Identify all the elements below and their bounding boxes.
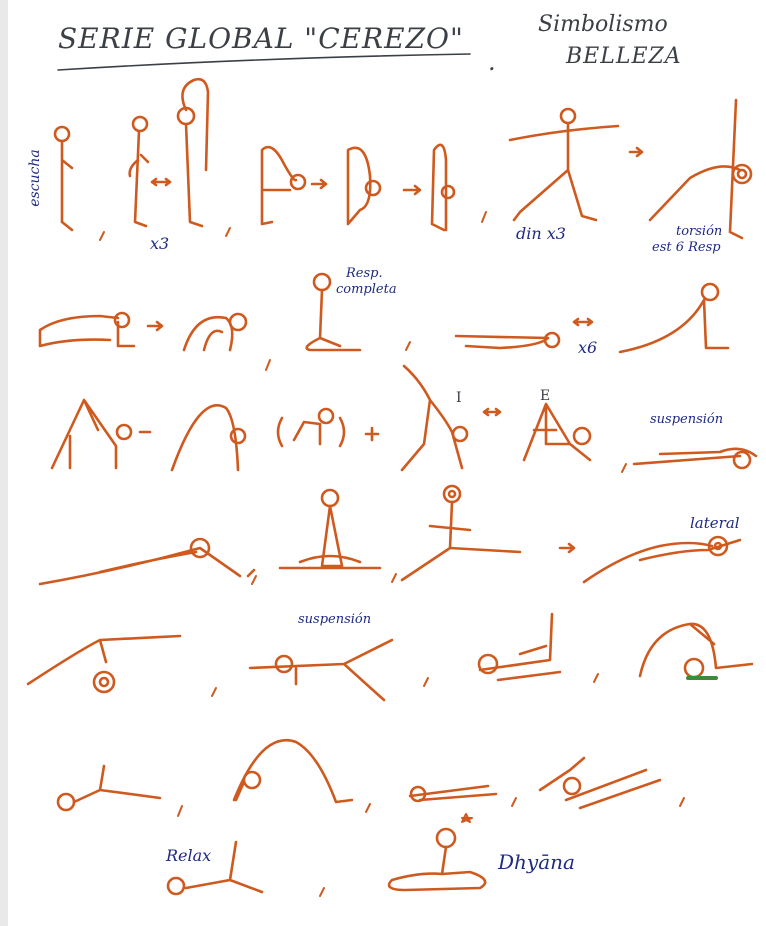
separator-comma: [226, 228, 230, 236]
pose-lying-stretch: [456, 319, 592, 348]
pose-forward-bend: [262, 147, 326, 224]
separator-comma: [424, 678, 428, 686]
pose-forward-fold-2: [348, 148, 420, 224]
pose-wide-fold: [28, 636, 180, 692]
pose-side-lying: [40, 539, 254, 584]
pose-wide-leg: [402, 486, 574, 580]
separator-comma: [482, 212, 486, 222]
pose-twist-reclined: [540, 758, 660, 808]
annotation-escucha: escucha: [27, 149, 43, 207]
separator-comma: [392, 574, 396, 582]
pose-child: [40, 313, 162, 346]
separator-comma: [680, 798, 684, 806]
separator-comma: [366, 804, 370, 812]
pose-child-2: [184, 314, 246, 350]
pose-bridge: [234, 740, 352, 802]
annotation-lateral: lateral: [690, 514, 740, 532]
pose-lateral-stretch: [584, 537, 740, 582]
pose-meditation: [389, 829, 485, 890]
pose-warrior: [510, 109, 642, 220]
separator-comma: [406, 342, 410, 350]
pose-leg-raise: [479, 614, 560, 680]
page-title: SERIE GLOBAL "CEREZO": [58, 22, 464, 55]
pose-standing-2: [130, 117, 170, 226]
symbolism-label: Simbolismo: [538, 12, 668, 37]
pose-plough: [640, 624, 752, 677]
title-dot: .: [488, 48, 496, 76]
annotation-torsion-detail: est 6 Resp: [652, 240, 721, 255]
pose-down-dog-2: [172, 405, 245, 470]
pose-cobra: [620, 284, 728, 352]
pose-seated-split: [280, 490, 380, 568]
separator-comma: [178, 806, 182, 816]
title-underline: [58, 54, 470, 70]
pose-lunge-arm: [402, 366, 500, 470]
annotation-relax: Relax: [166, 846, 211, 865]
separator-comma: [622, 464, 626, 472]
star-icon: [462, 814, 472, 822]
separator-comma: [266, 360, 270, 370]
pose-down-dog: [52, 400, 150, 468]
annotation-mark-e: E: [540, 388, 550, 404]
annotation-resp-completa: completa: [336, 282, 397, 297]
pose-rise: [432, 145, 454, 230]
annotation-x3: x3: [150, 234, 169, 253]
separator-comma: [594, 674, 598, 682]
separator-comma: [320, 888, 324, 896]
annotation-x6: x6: [578, 338, 597, 357]
pose-standing-1: [55, 127, 72, 230]
separator-comma: [100, 232, 104, 240]
annotation-suspension-right: suspensión: [650, 412, 723, 427]
separator-comma: [212, 688, 216, 696]
annotation-din-x3: din x3: [516, 224, 566, 243]
annotation-resp: Resp.: [346, 266, 383, 281]
pose-suspension-spread: [250, 640, 392, 700]
separator-comma: [252, 576, 256, 584]
separator-comma: [512, 798, 516, 806]
pose-triangle: [524, 404, 590, 460]
annotation-suspension-mid: suspensión: [298, 612, 371, 627]
pose-triangle-twist: [650, 100, 751, 238]
pose-arms-up: [178, 79, 208, 226]
pose-lying-leg-up: [58, 766, 160, 810]
pose-kneeling-bracket: [278, 409, 378, 446]
annotation-mark-i: I: [456, 390, 462, 406]
annotation-dhyana: Dhyāna: [498, 850, 575, 874]
pose-suspension-plank: [634, 449, 756, 468]
symbolism-value: BELLEZA: [566, 44, 682, 69]
annotation-torsion: torsión: [676, 224, 722, 239]
pose-lying-flat: [410, 786, 496, 801]
